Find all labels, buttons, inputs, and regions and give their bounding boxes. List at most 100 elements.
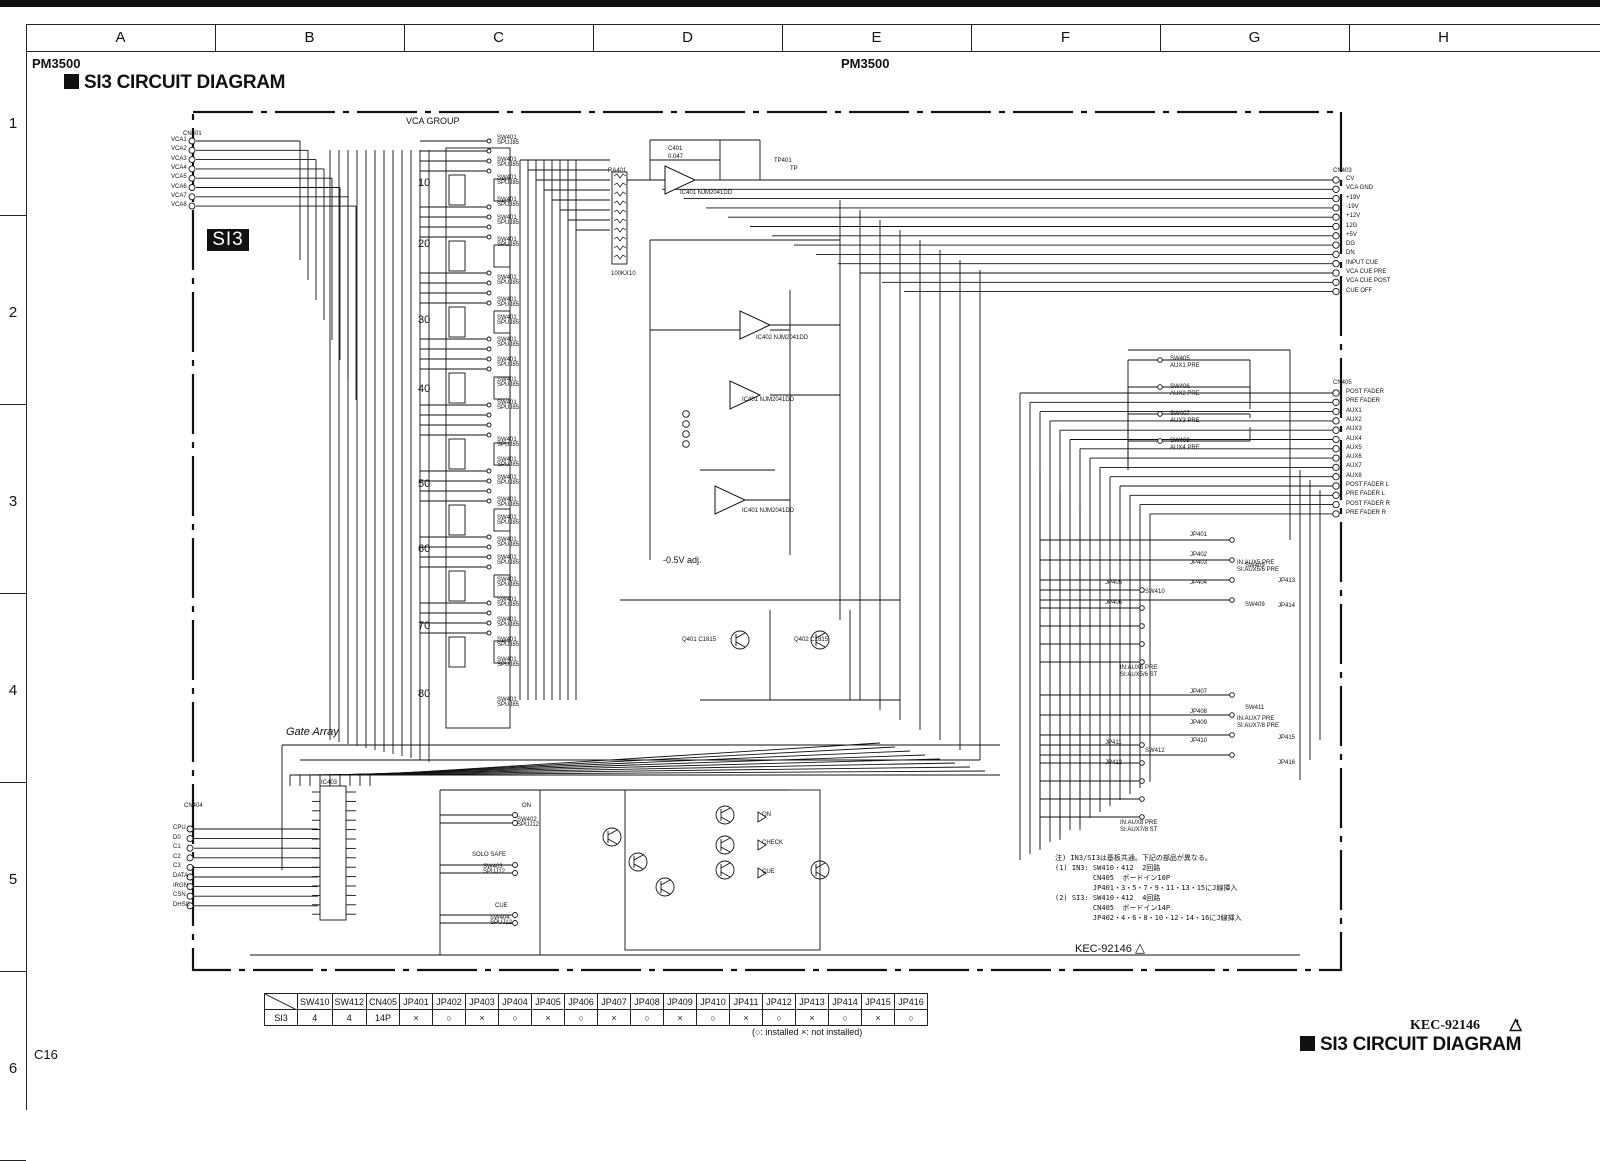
sw401-label: SW401: [497, 555, 517, 561]
vca-switch-area: [445, 147, 511, 729]
row-label: 2: [8, 304, 18, 321]
sw401-type-label: SPUJ85: [497, 162, 520, 168]
connector-pin: [1332, 426, 1340, 434]
switch-contact: [1229, 597, 1235, 603]
vca-level-label: 50: [418, 478, 431, 490]
jumper-label: JP408: [1190, 709, 1208, 715]
cn401-pin-label: VCA5: [171, 174, 187, 181]
sw410-label: SW410: [1145, 589, 1165, 595]
row-divider: [0, 971, 26, 972]
table-cell: ×: [729, 1009, 764, 1026]
column-label: H: [1438, 29, 1449, 46]
cn401-pin-label: VCA7: [171, 192, 187, 199]
sw401-type-label: SPUJ85: [497, 560, 520, 566]
sw401-type-label: SPUJ85: [497, 180, 520, 186]
resistor-icon: [613, 209, 627, 215]
aux-pre-label: AUX1 PRE: [1170, 363, 1200, 369]
sw401-type-label: SPUJ85: [497, 582, 520, 588]
sw401-label: SW401: [497, 237, 517, 243]
terminal-icon: [682, 430, 690, 438]
transistor-icon: [715, 805, 735, 825]
table-cell: ○: [894, 1009, 929, 1026]
wire: [720, 862, 731, 869]
table-header-cell: JP405: [531, 993, 566, 1010]
switch-contact: [1139, 641, 1145, 647]
table-header-cell: JP401: [399, 993, 434, 1010]
vca-level-label: 70: [418, 620, 431, 632]
connector-pin: [186, 902, 194, 910]
connector-pin: [188, 184, 196, 191]
cn404-pin-label: C1: [173, 844, 181, 851]
switch-contact: [1157, 357, 1163, 363]
switch-contact: [1139, 659, 1145, 665]
switch-contact: [1229, 557, 1235, 563]
cn405-pin-label: PRE FADER R: [1346, 509, 1387, 516]
wire: [299, 770, 986, 776]
cn404-pin-label: IRGN: [173, 882, 188, 889]
wire: [720, 807, 731, 814]
switch-contact: [486, 346, 492, 352]
switch-contact: [486, 356, 492, 362]
row-label: 1: [8, 115, 18, 132]
row-divider: [0, 404, 26, 405]
switch-contact: [486, 498, 492, 504]
connector-pin: [1332, 473, 1340, 481]
sw401-type-label: SPUJ85: [497, 405, 520, 411]
switch-contact: [486, 468, 492, 474]
vca-ic-box: [448, 174, 466, 206]
table-cell: 14P: [366, 1009, 401, 1026]
notes-block: 注) IN3/SI3は基板共通。下記の部品が異なる。 (1) IN3: SW41…: [1055, 854, 1242, 922]
footer-title: SI3 CIRCUIT DIAGRAM: [1300, 1034, 1522, 1056]
gate-array-label: Gate Array: [286, 726, 339, 738]
table-cell: ×: [465, 1009, 500, 1026]
jumper-label: JP405: [1105, 580, 1123, 586]
cn401-pin-label: VCA6: [171, 183, 187, 190]
wire: [815, 862, 826, 869]
jumper-label: JP401: [1190, 532, 1208, 538]
table-header-cell: JP411: [729, 993, 764, 1010]
transistor-icon: [602, 827, 622, 847]
cn404-pin-label: CPU: [173, 825, 186, 831]
table-header-cell: JP414: [828, 993, 863, 1010]
sw401-label: SW401: [497, 175, 517, 181]
solo-safe-label: SOLO SAFE: [472, 852, 507, 858]
sw401-type-label: SPUJ85: [497, 382, 520, 388]
led-icon: [757, 811, 767, 823]
led-icon: [757, 867, 767, 879]
connector-pin: [1332, 398, 1340, 406]
sw409-label-2: SW409: [1245, 602, 1265, 608]
column-divider: [593, 25, 594, 51]
connector-pin: [1332, 269, 1340, 277]
sw401-type-label: SPUJ85: [497, 220, 520, 226]
table-header-cell: JP402: [432, 993, 467, 1010]
resistor-icon: [613, 236, 627, 242]
model-label-left: PM3500: [32, 56, 81, 71]
cn401-pin-label: VCA4: [171, 164, 187, 171]
terminal-icon: [682, 410, 690, 418]
sw411-label: SW411: [1245, 705, 1265, 711]
wire: [633, 854, 644, 861]
connector-pin: [1332, 510, 1340, 518]
table-header-cell: JP404: [498, 993, 533, 1010]
vca-level-label: 40: [418, 383, 431, 395]
cn403-pin-label: DG: [1346, 241, 1355, 248]
connector-pin: [1332, 389, 1340, 397]
sw401-label: SW401: [497, 617, 517, 623]
sw401-type-label: SPUJ85: [497, 140, 520, 146]
connector-pin: [188, 165, 196, 173]
connector-pin: [1332, 482, 1340, 490]
connector-pin: [188, 202, 196, 210]
sw401-label: SW401: [497, 475, 517, 481]
page-title: SI3 CIRCUIT DIAGRAM: [64, 72, 286, 94]
sw401-type-label: SPUJ85: [497, 280, 520, 286]
sw401-label: SW401: [497, 637, 517, 643]
connector-pin: [188, 146, 196, 154]
wire: [369, 742, 881, 776]
switch-contact: [486, 478, 492, 484]
sw401-label: SW401: [497, 437, 517, 443]
vca-level-label: 20: [418, 238, 431, 250]
table-header-cell: JP413: [795, 993, 830, 1010]
resistor-icon: [613, 227, 627, 233]
sw401-label: SW401: [497, 215, 517, 221]
switch-contact: [512, 912, 518, 918]
